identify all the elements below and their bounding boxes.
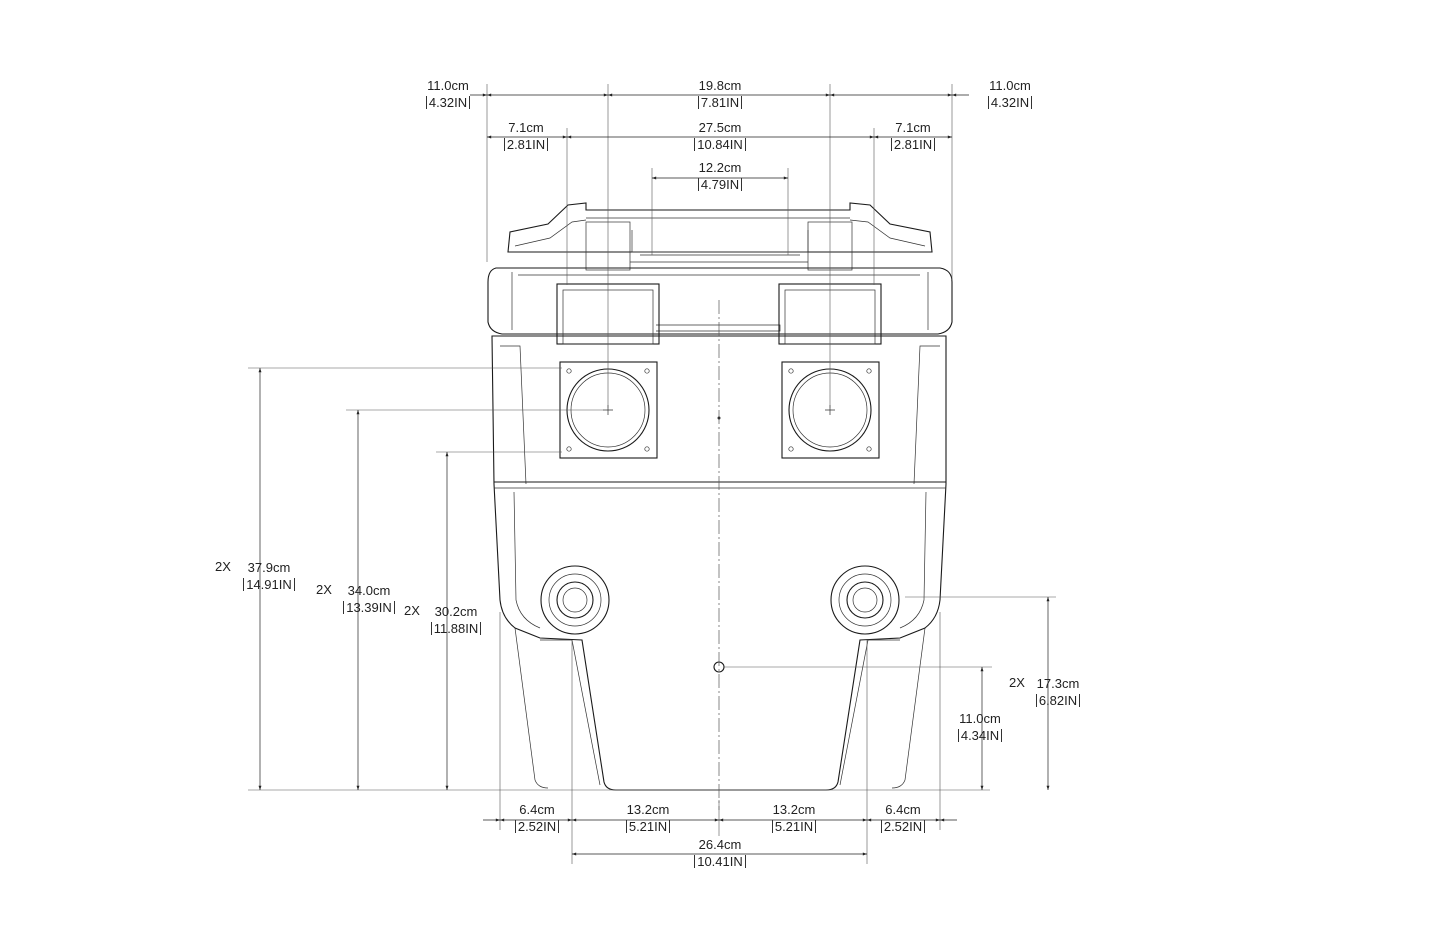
extension-lines (248, 84, 1056, 864)
dim-left-h2-prefix: 2X (316, 582, 332, 597)
dim-right-h1-prefix: 2X (1009, 675, 1025, 690)
dim-left-h3-prefix: 2X (404, 603, 420, 618)
cooler-outline (487, 202, 953, 810)
dimension-lines (258, 93, 1050, 856)
dim-left-h1-prefix: 2X (215, 559, 231, 574)
